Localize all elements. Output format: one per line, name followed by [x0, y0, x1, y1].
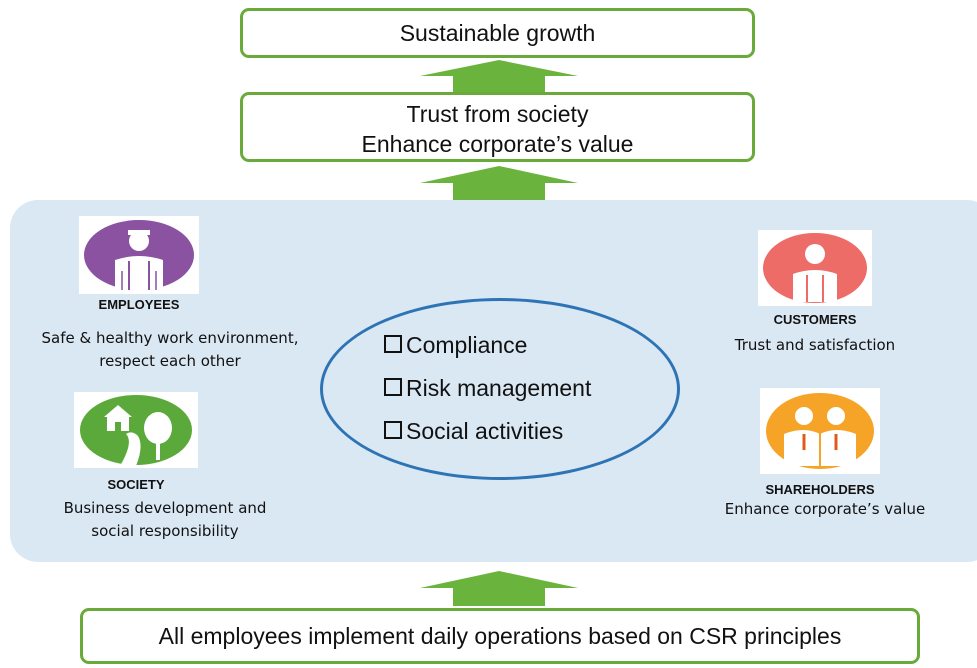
center-ellipse	[320, 298, 680, 480]
customers-title: CUSTOMERS	[773, 312, 857, 327]
checkbox-bullet-icon	[384, 377, 402, 396]
checkbox-bullet-icon	[384, 334, 402, 353]
csr-principles-label: All employees implement daily operations…	[158, 623, 842, 649]
employees-title: EMPLOYEES	[98, 297, 180, 312]
csr-principles-box: All employees implement daily operations…	[80, 608, 920, 664]
society-icon	[74, 392, 198, 468]
trust-line-1: Trust from society	[406, 101, 589, 127]
trust-box: Trust from society Enhance corporate’s v…	[240, 92, 755, 162]
shareholders-title: SHAREHOLDERS	[765, 482, 875, 497]
employee-icon	[79, 216, 199, 294]
sustainable-growth-box: Sustainable growth	[240, 8, 755, 58]
up-arrow-2	[420, 166, 578, 201]
center-list: Compliance Risk management Social activi…	[384, 323, 591, 452]
customers-desc: Trust and satisfaction	[734, 336, 896, 354]
customer-icon	[758, 230, 872, 306]
sustainable-growth-label: Sustainable growth	[399, 20, 596, 46]
trust-line-2: Enhance corporate’s value	[361, 131, 634, 157]
society-title: SOCIETY	[107, 477, 165, 492]
list-item: Risk management	[384, 366, 591, 409]
up-arrow-1	[420, 60, 578, 92]
society-desc: Business development and social responsi…	[63, 499, 267, 540]
shareholders-icon	[760, 388, 880, 474]
employees-desc: Safe & healthy work environment, respect…	[41, 329, 299, 370]
shareholders-desc: Enhance corporate’s value	[724, 500, 926, 518]
checkbox-bullet-icon	[384, 420, 402, 439]
list-item: Compliance	[384, 323, 591, 366]
list-item: Social activities	[384, 409, 591, 452]
up-arrow-3	[420, 571, 578, 606]
